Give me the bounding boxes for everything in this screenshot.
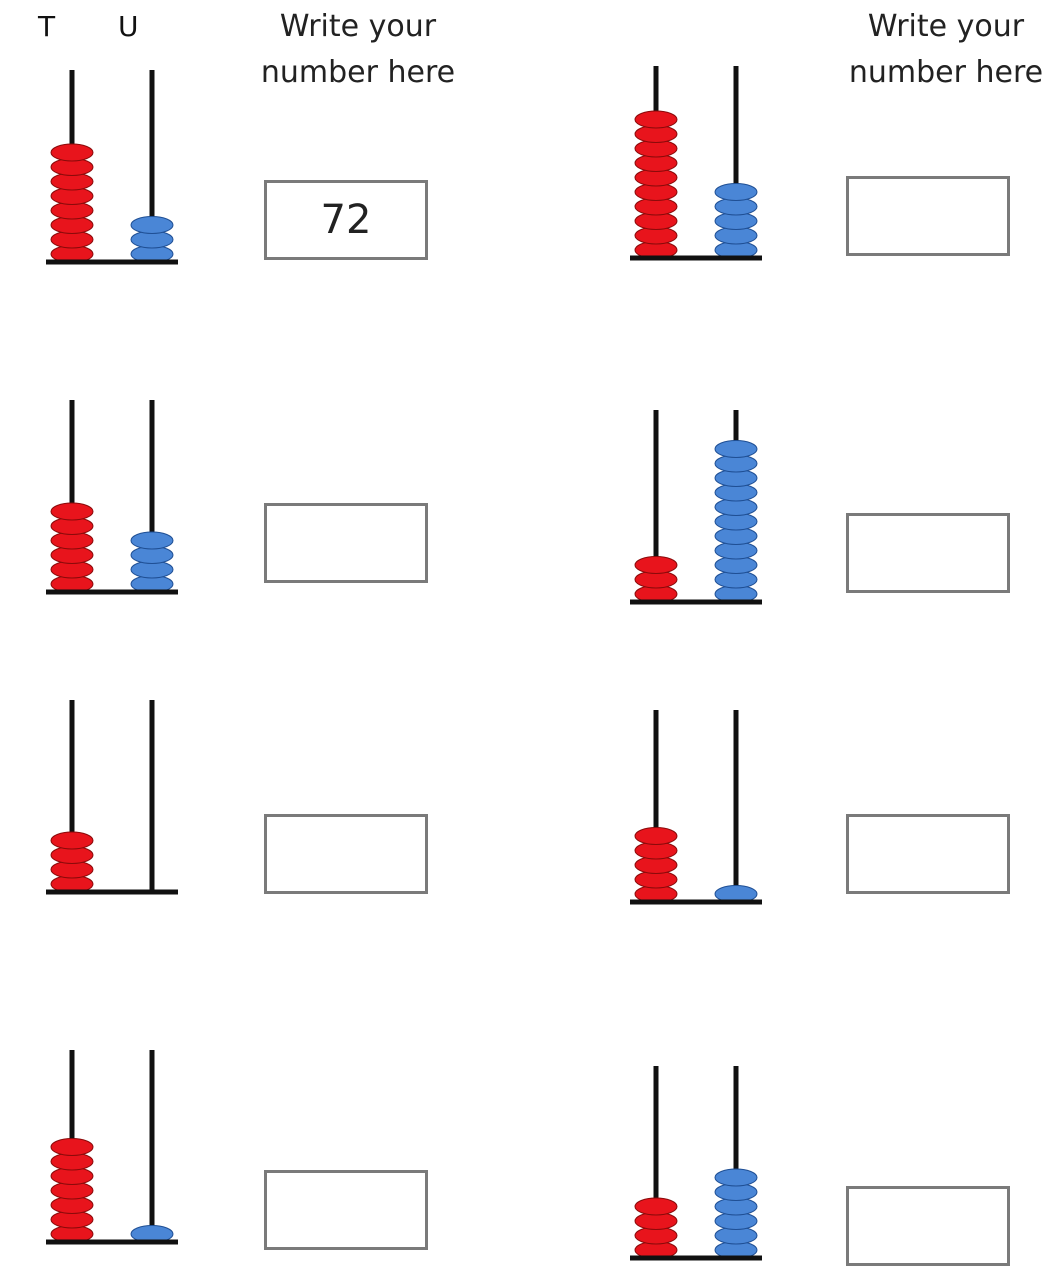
abacus-problem-3 [40, 370, 520, 610]
abacus [40, 670, 200, 910]
abacus [624, 36, 784, 276]
answer-box[interactable]: 72 [264, 180, 428, 260]
abacus-problem-6 [624, 680, 1049, 920]
abacus [40, 40, 200, 280]
answer-box[interactable] [264, 814, 428, 894]
answer-box[interactable] [264, 503, 428, 583]
tens-bead [51, 144, 93, 161]
tens-bead [51, 503, 93, 520]
abacus [624, 1036, 784, 1276]
answer-box[interactable] [846, 176, 1010, 256]
tens-bead [635, 828, 677, 845]
units-bead [715, 1169, 757, 1186]
abacus-problem-4 [624, 380, 1049, 620]
tens-bead [51, 832, 93, 849]
abacus [40, 1020, 200, 1260]
answer-box[interactable] [846, 1186, 1010, 1266]
abacus-problem-1: 72 [40, 40, 520, 280]
units-column-label: U [118, 10, 139, 43]
abacus-problem-7 [40, 1020, 520, 1260]
tens-bead [635, 557, 677, 574]
abacus [624, 680, 784, 920]
tens-column-label: T [38, 10, 55, 43]
abacus-problem-8 [624, 1036, 1049, 1276]
answer-box[interactable] [264, 1170, 428, 1250]
abacus-problem-5 [40, 670, 520, 910]
abacus [624, 380, 784, 620]
units-bead [131, 532, 173, 549]
abacus-problem-2 [624, 36, 1049, 276]
units-bead [131, 217, 173, 234]
units-bead [715, 441, 757, 458]
tens-bead [51, 1139, 93, 1156]
answer-box[interactable] [846, 814, 1010, 894]
answer-box[interactable] [846, 513, 1010, 593]
units-bead [715, 184, 757, 201]
abacus [40, 370, 200, 610]
tens-bead [635, 111, 677, 128]
tens-bead [635, 1198, 677, 1215]
